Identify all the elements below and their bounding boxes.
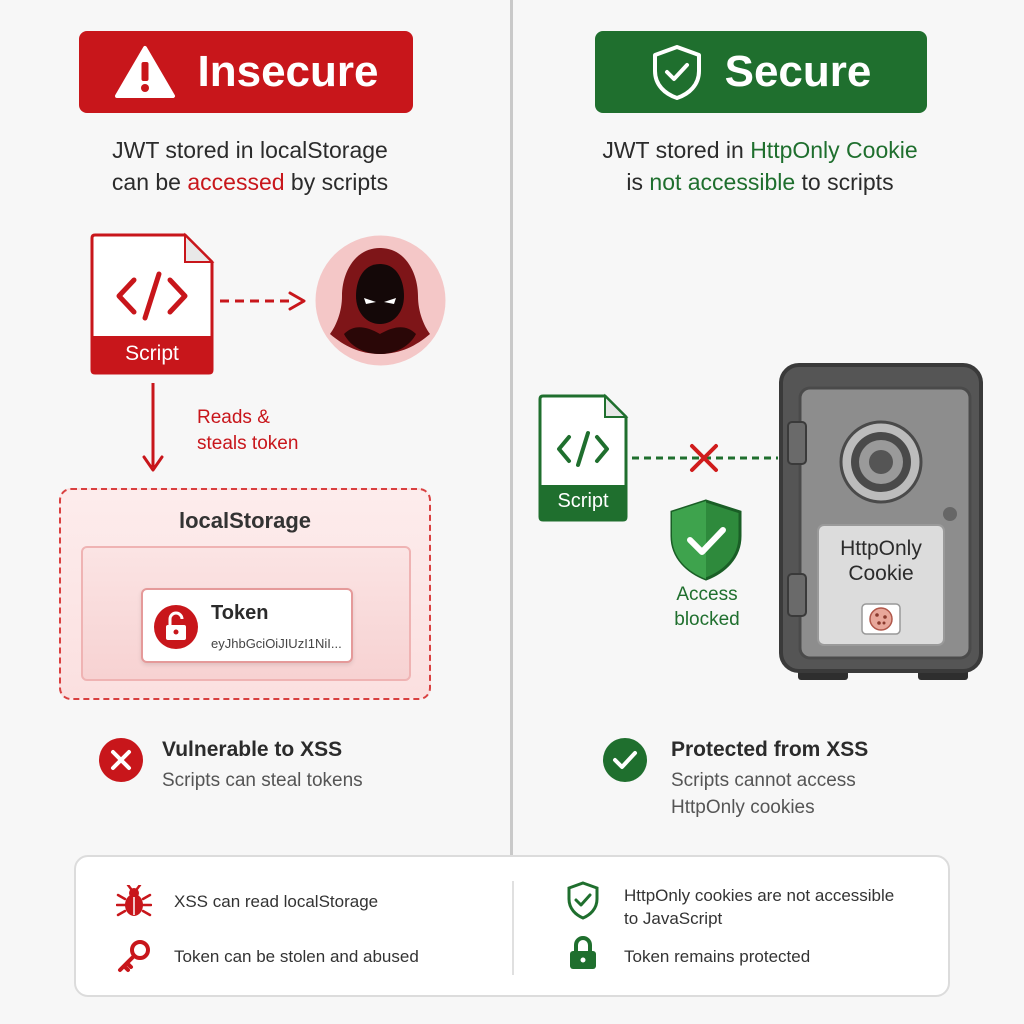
down-arrow — [142, 383, 164, 472]
secure-subtitle-pre2: is — [626, 169, 650, 195]
unlocked-lock-icon — [154, 605, 198, 649]
footer-right-item-1: HttpOnly cookies are not accessible to J… — [624, 884, 894, 930]
shield-check-icon — [652, 45, 701, 100]
insecure-subtitle-pre: can be — [111, 169, 188, 195]
secure-subtitle-post2: to scripts — [795, 169, 894, 195]
insecure-status-title: Vulnerable to XSS — [162, 738, 343, 761]
check-circle-icon — [603, 738, 647, 782]
secure-status-sub-line1: Scripts cannot access — [671, 770, 856, 791]
secure-status-sub: Scripts cannot access HttpOnly cookies — [671, 767, 856, 821]
bug-icon — [116, 885, 152, 917]
insecure-script-document: Script — [89, 232, 215, 376]
document-icon — [90, 232, 215, 375]
safe-label-line1: HttpOnly — [840, 537, 922, 560]
access-blocked-label: Access blocked — [650, 582, 764, 632]
insecure-subtitle: JWT stored in localStorage can be access… — [60, 134, 440, 198]
secure-script-label: Script — [557, 490, 609, 512]
footer-right-item-2: Token remains protected — [624, 947, 811, 966]
insecure-subtitle-post: by scripts — [284, 169, 389, 195]
footer-separator — [512, 881, 514, 975]
hacker-icon — [315, 235, 446, 366]
token-title: Token — [211, 602, 269, 624]
insecure-subtitle-line2: can be accessed by scripts — [60, 166, 440, 198]
arrow-caption-line2: steals token — [197, 433, 299, 454]
secure-subtitle-pre1: JWT stored in — [602, 137, 751, 163]
safe-label-line2: Cookie — [848, 562, 914, 585]
green-shield-icon — [670, 499, 742, 581]
center-divider — [510, 0, 513, 855]
footer-panel: XSS can read localStorage Token can be s… — [74, 855, 950, 997]
secure-status-title: Protected from XSS — [671, 738, 869, 761]
insecure-script-label: Script — [125, 342, 179, 365]
safe-icon — [779, 363, 983, 680]
key-icon — [118, 940, 150, 972]
footer-left-item-1: XSS can read localStorage — [174, 892, 379, 911]
safe-label: HttpOnly Cookie — [818, 536, 944, 586]
secure-subtitle-highlight2: not accessible — [649, 169, 796, 195]
blocked-x-icon — [690, 444, 718, 472]
secure-badge-label: Secure — [724, 47, 872, 96]
insecure-badge: Insecure — [79, 31, 413, 113]
dashed-arrow-to-hacker — [220, 291, 306, 311]
footer-right-item-1-line1: HttpOnly cookies are not accessible — [624, 886, 895, 905]
footer-right-item-1-line2: to JavaScript — [624, 909, 723, 928]
insecure-badge-label: Insecure — [197, 47, 379, 96]
localstorage-container: localStorage Token eyJhbGciOiJIUzI1NiI..… — [59, 488, 431, 700]
access-blocked-line2: blocked — [674, 609, 740, 630]
localstorage-title: localStorage — [178, 508, 312, 533]
lock-icon — [570, 936, 596, 969]
insecure-subtitle-line1: JWT stored in localStorage — [112, 137, 388, 163]
access-blocked-line1: Access — [676, 584, 738, 605]
arrow-caption: Reads & steals token — [197, 405, 298, 457]
secure-subtitle-highlight1: HttpOnly Cookie — [750, 137, 918, 163]
secure-script-document: Script — [537, 393, 629, 523]
secure-status-sub-line2: HttpOnly cookies — [671, 797, 815, 818]
secure-subtitle-line2: is not accessible to scripts — [560, 166, 960, 198]
arrow-caption-line1: Reads & — [197, 407, 270, 428]
insecure-subtitle-highlight: accessed — [187, 169, 285, 195]
secure-subtitle-line1: JWT stored in HttpOnly Cookie — [560, 134, 960, 166]
footer-left-item-2: Token can be stolen and abused — [174, 947, 419, 966]
shield-check-icon — [567, 881, 599, 920]
secure-subtitle: JWT stored in HttpOnly Cookie is not acc… — [560, 134, 960, 198]
glass-box: Token eyJhbGciOiJIUzI1NiI... — [81, 546, 411, 681]
token-card: Token eyJhbGciOiJIUzI1NiI... — [141, 588, 353, 663]
warning-icon — [114, 46, 175, 98]
document-icon — [538, 393, 629, 522]
x-circle-icon — [99, 738, 143, 782]
blocked-dashed-line — [632, 444, 778, 472]
insecure-status-sub: Scripts can steal tokens — [162, 770, 363, 791]
secure-badge: Secure — [595, 31, 927, 113]
token-value: eyJhbGciOiJIUzI1NiI... — [211, 636, 342, 651]
